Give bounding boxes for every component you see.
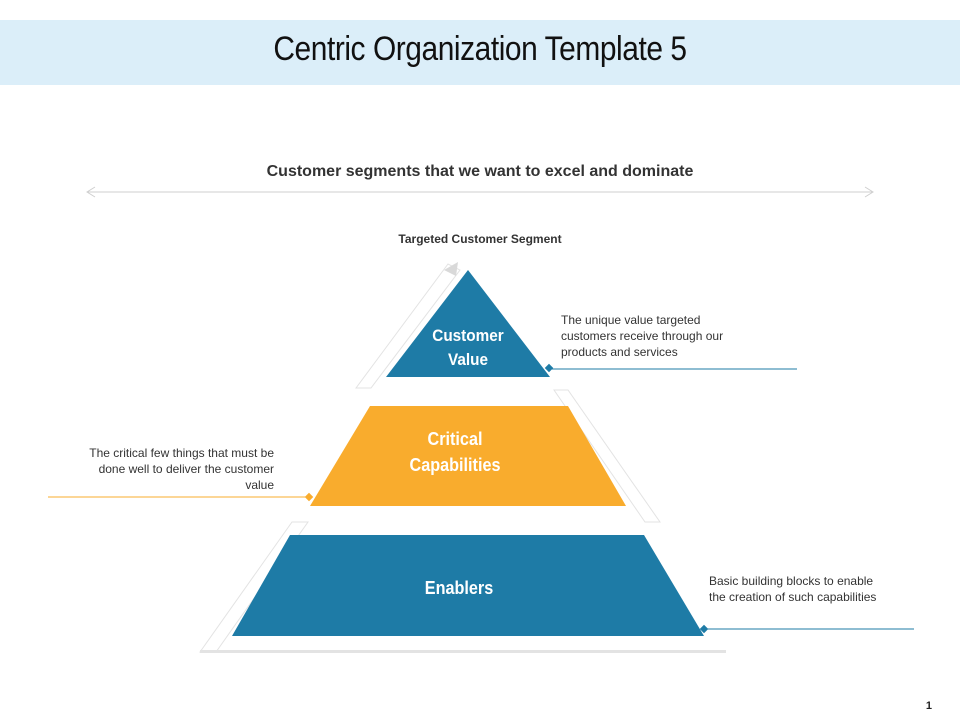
tier-label-line: Value <box>448 350 488 369</box>
connector-customer-value <box>544 363 797 373</box>
tier-label-customer-value: Customer Value <box>414 324 522 372</box>
top-arrowhead <box>444 262 458 276</box>
targeted-segment-label: Targeted Customer Segment <box>398 232 562 246</box>
description-critical-capabilities: The critical few things that must be don… <box>89 446 274 492</box>
subtitle: Customer segments that we want to excel … <box>266 163 694 180</box>
tier-label-line: Customer <box>432 326 504 345</box>
description-enablers: Basic building blocks to enable the crea… <box>709 574 877 604</box>
tier-customer-value <box>386 270 550 377</box>
title-band <box>0 20 960 85</box>
connector-critical-capabilities <box>48 492 314 502</box>
tier-critical-capabilities <box>310 406 626 506</box>
tier-enablers <box>232 535 704 636</box>
description-customer-value: The unique value targeted customers rece… <box>561 313 724 359</box>
tier-label-line: Capabilities <box>409 455 501 475</box>
connector-enablers <box>699 624 914 634</box>
top-outline <box>355 263 461 389</box>
tier-label-line: Critical <box>427 429 483 449</box>
tier-label-line: Enablers <box>424 578 494 598</box>
middle-outline <box>553 389 661 523</box>
slide-title: Centric Organization Template 5 <box>273 30 687 68</box>
page-number: 1 <box>925 700 932 712</box>
bottom-baseline <box>200 650 726 653</box>
tier-label-enablers: Enablers <box>392 576 527 600</box>
double-arrow <box>86 186 874 198</box>
tier-label-critical-capabilities: Critical Capabilities <box>388 426 523 478</box>
